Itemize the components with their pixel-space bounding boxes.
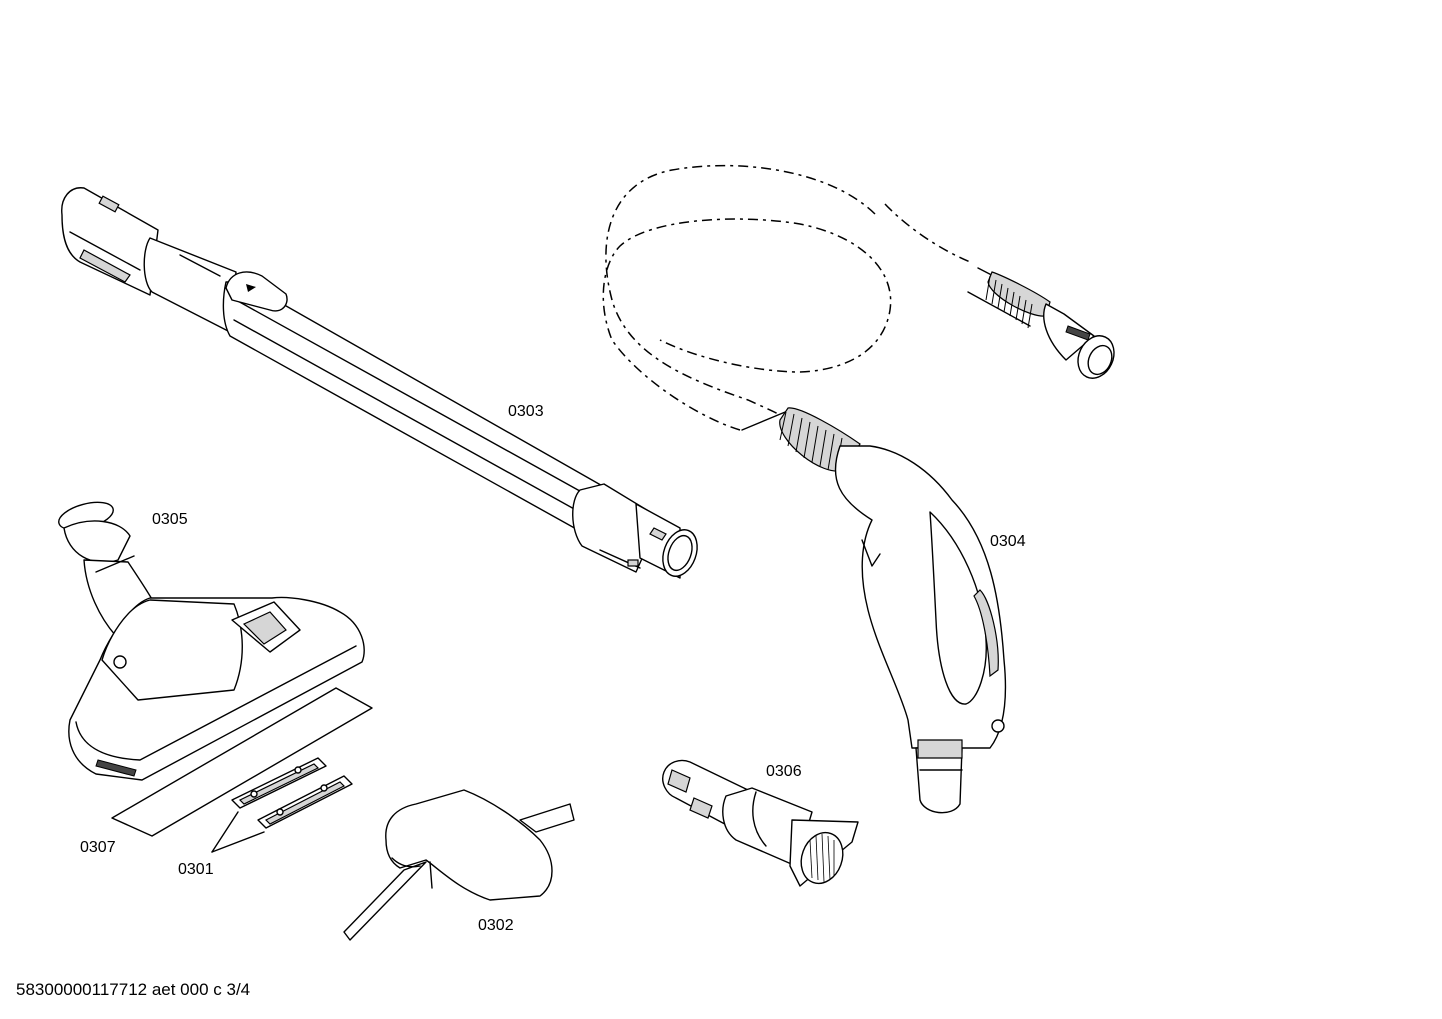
upholstery-nozzle-0306[interactable] [662, 759, 859, 889]
strips-0301[interactable] [211, 757, 353, 853]
label-floor-nozzle: 0305 [152, 511, 188, 528]
label-strips: 0301 [178, 861, 214, 878]
label-pad: 0307 [80, 839, 116, 856]
crevice-tool-0302[interactable] [343, 789, 575, 941]
hose-assembly-0304[interactable] [602, 164, 1120, 814]
label-crevice-tool: 0302 [478, 917, 514, 934]
label-tube: 0303 [508, 403, 544, 420]
label-upholstery-nozzle: 0306 [766, 763, 802, 780]
telescopic-tube-0303[interactable] [61, 187, 703, 581]
document-id-footer: 58300000117712 aet 000 c 3/4 [16, 980, 251, 999]
label-hose: 0304 [990, 533, 1026, 550]
floor-nozzle-0305[interactable] [56, 497, 365, 781]
pad-sheet-0307[interactable] [111, 687, 373, 837]
